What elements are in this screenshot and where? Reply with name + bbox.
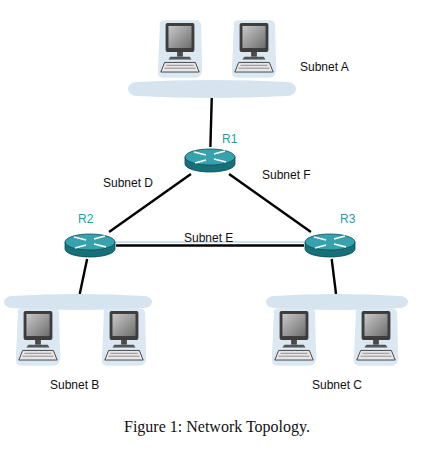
subnet-shape xyxy=(266,294,408,310)
router-arrow xyxy=(214,159,226,162)
router-arrow xyxy=(214,151,225,154)
router-arrow xyxy=(315,245,326,248)
router-arrow xyxy=(194,152,206,155)
subnet-label: Subnet B xyxy=(50,378,99,392)
router-arrow xyxy=(75,245,86,248)
network-link xyxy=(210,98,211,147)
router-icon xyxy=(304,232,356,259)
router-top xyxy=(305,234,355,250)
router-node: R2 xyxy=(64,232,116,259)
network-link xyxy=(229,174,311,232)
host-computer xyxy=(232,20,276,78)
router-top xyxy=(185,149,235,165)
figure-caption: Figure 1: Network Topology. xyxy=(0,418,434,436)
link-label: Subnet D xyxy=(103,176,153,190)
router-arrow xyxy=(314,237,326,240)
router-node: R1 xyxy=(184,147,236,174)
router-label: R1 xyxy=(222,132,237,146)
router-arrow xyxy=(94,244,106,247)
subnet-band-fill xyxy=(4,294,152,310)
network-link xyxy=(80,259,87,294)
subnet-shape xyxy=(128,80,296,98)
subnet-band: Subnet B xyxy=(4,294,152,310)
subnet-shape xyxy=(4,294,152,310)
link-label: Subnet F xyxy=(262,168,311,182)
subnet-label: Subnet C xyxy=(312,378,362,392)
subnet-band-fill xyxy=(128,80,296,98)
network-link xyxy=(332,259,336,294)
host-computer xyxy=(158,20,202,78)
subnet-band-fill xyxy=(266,294,408,310)
host-computer xyxy=(354,308,398,366)
router-arrow xyxy=(74,237,86,240)
router-label: R3 xyxy=(340,212,355,226)
router-icon xyxy=(64,232,116,259)
link-label: Subnet E xyxy=(184,231,233,245)
router-arrow xyxy=(94,236,105,239)
host-computer xyxy=(102,308,146,366)
subnet-band: Subnet C xyxy=(266,294,408,310)
subnet-band: Subnet A xyxy=(128,80,296,98)
host-computer xyxy=(16,308,60,366)
subnet-label: Subnet A xyxy=(300,60,349,74)
router-arrow xyxy=(334,244,346,247)
router-top xyxy=(65,234,115,250)
router-icon xyxy=(184,147,236,174)
router-label: R2 xyxy=(78,212,93,226)
router-node: R3 xyxy=(304,232,356,259)
router-arrow xyxy=(334,236,345,239)
host-computer xyxy=(272,308,316,366)
router-arrow xyxy=(195,160,206,163)
